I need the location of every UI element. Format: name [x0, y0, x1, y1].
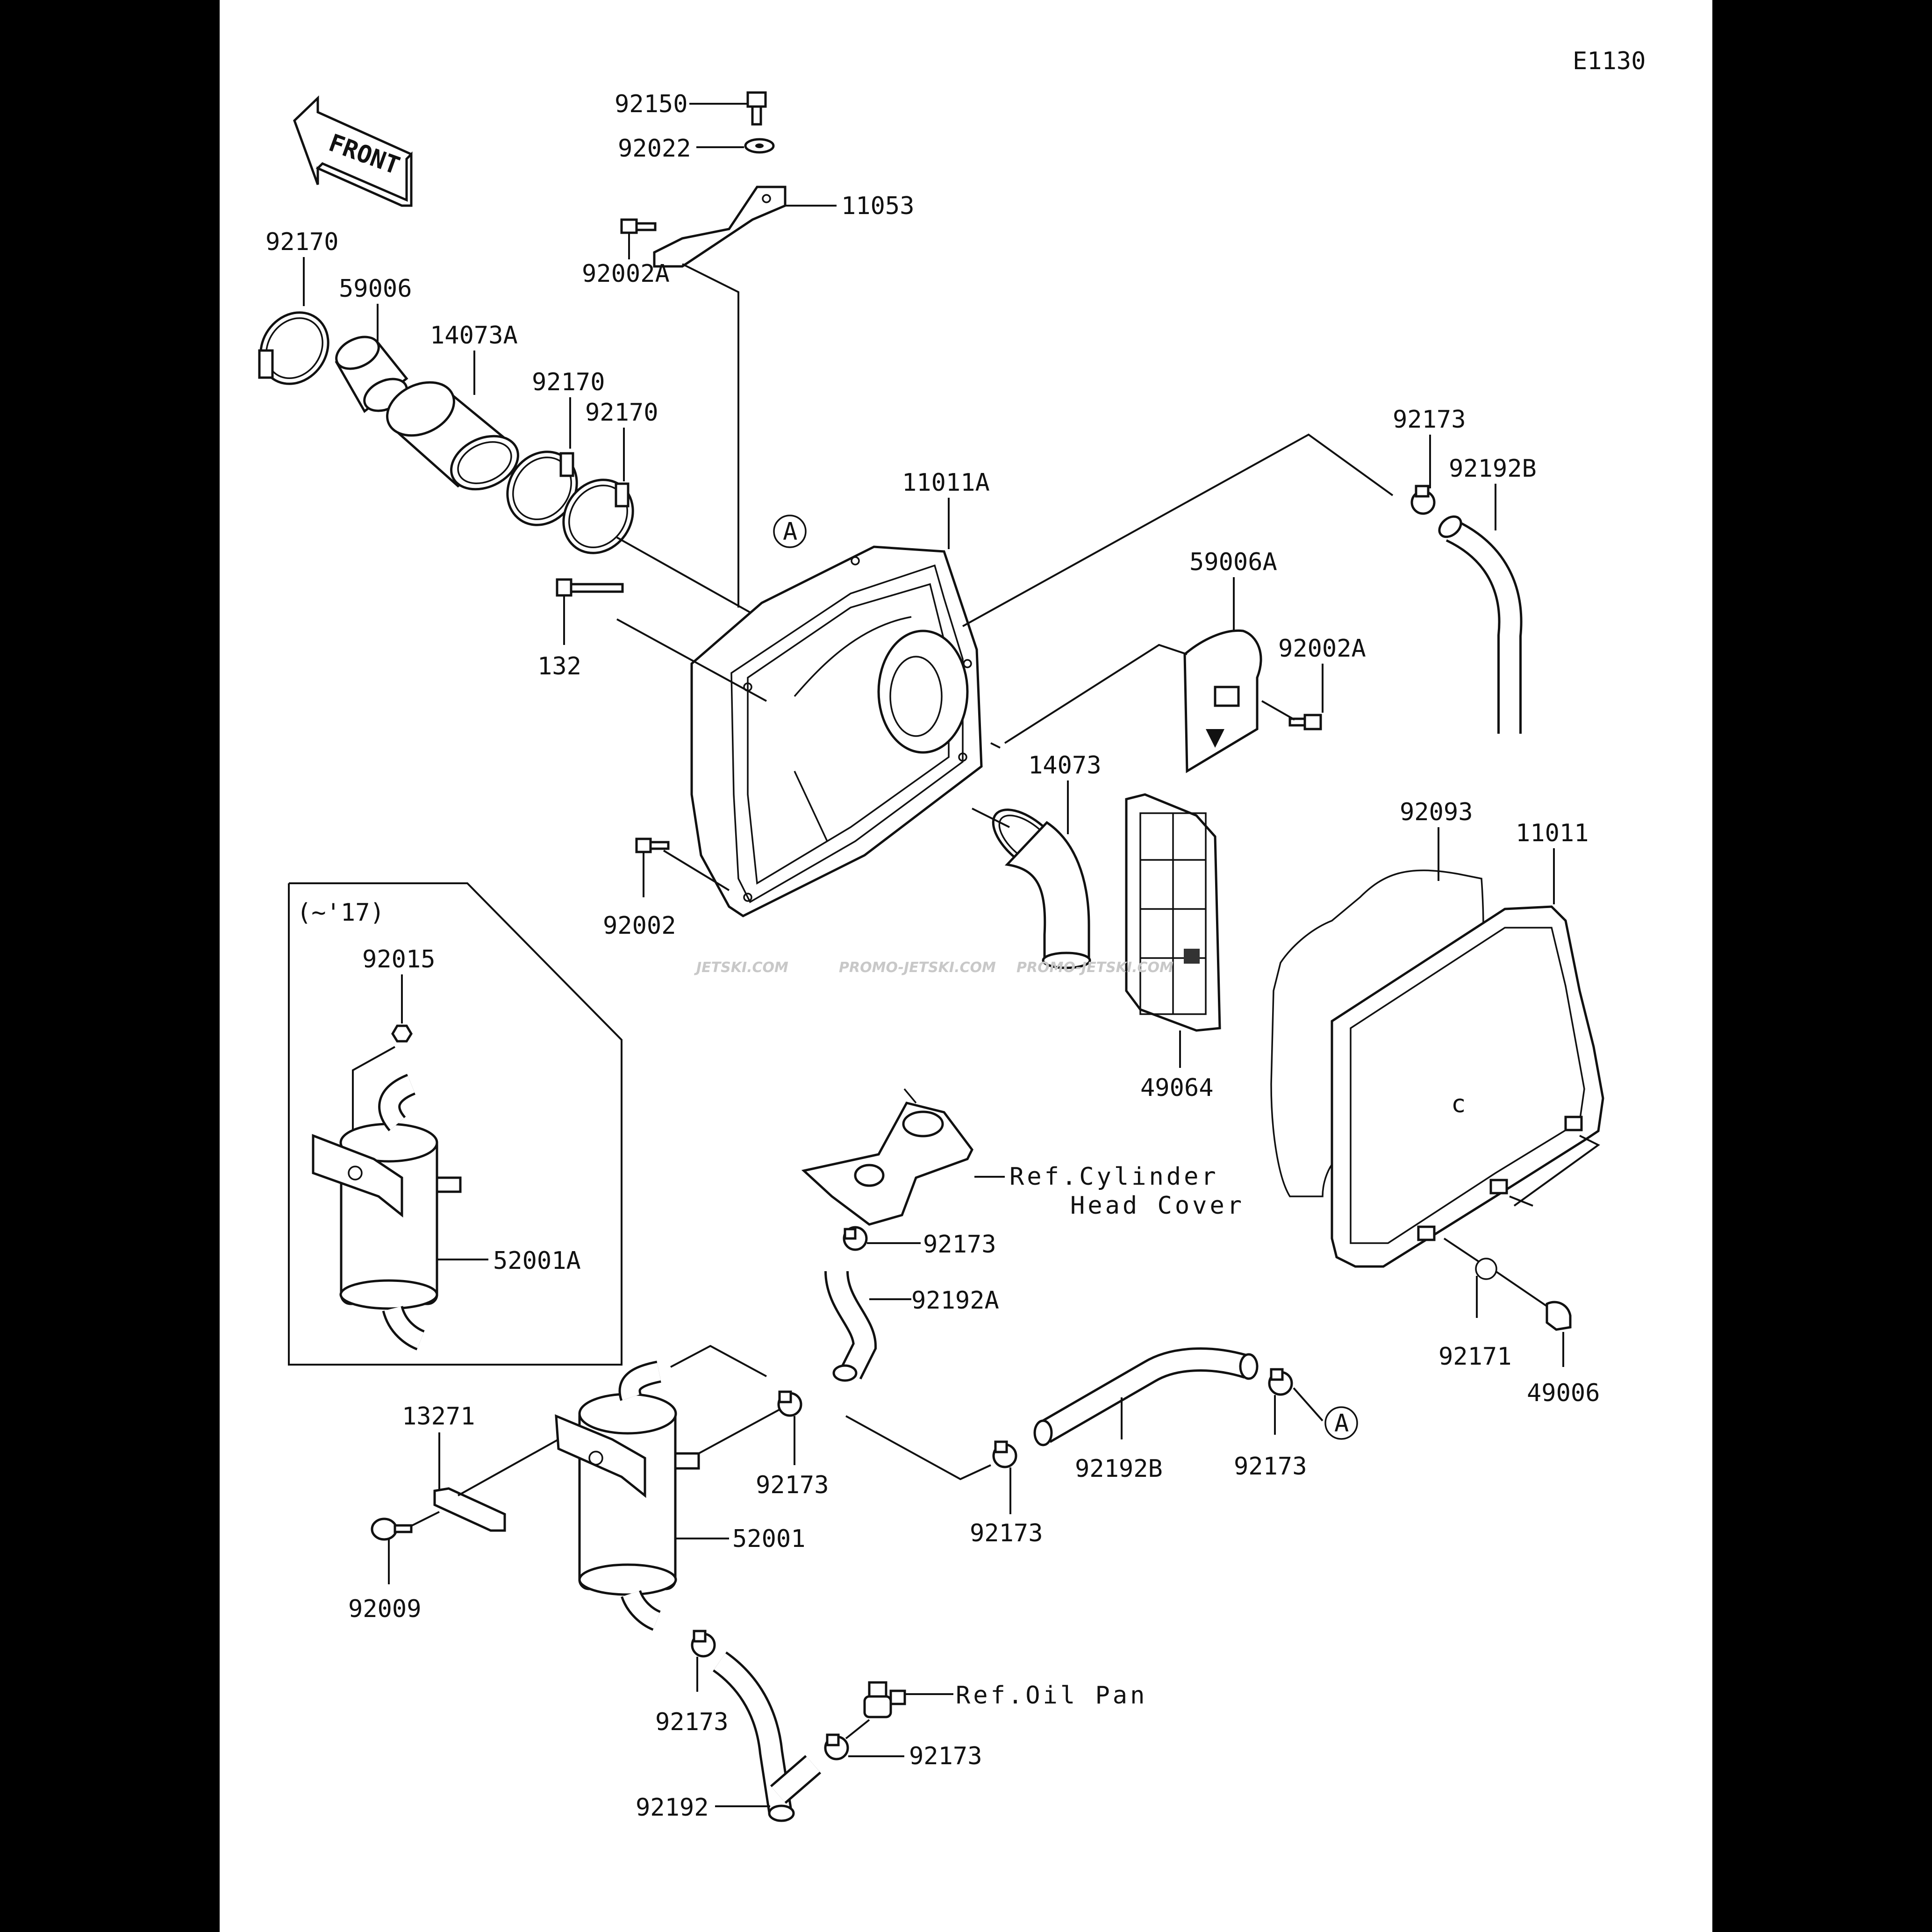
watermark-1: JETSKI.COM: [694, 959, 788, 976]
callout-14073: 14073: [1028, 751, 1102, 780]
clamp-92173-right: [1268, 1368, 1293, 1396]
hose-92192: [712, 1651, 822, 1822]
callout-92173-tank: 92173: [655, 1708, 729, 1736]
hose-92192B-bottom: [1033, 1347, 1259, 1446]
elbow-14073: [992, 809, 1091, 969]
callout-92192A: 92192A: [911, 1287, 999, 1315]
callout-59006: 59006: [339, 275, 412, 303]
bolt-92002A-top: [620, 218, 657, 234]
clamp-92170-b: [506, 451, 578, 526]
filter-element-49064: [1125, 793, 1221, 1032]
callout-92009: 92009: [348, 1595, 422, 1623]
ref-cylinder-line2: Head Cover: [1070, 1192, 1245, 1220]
watermark-3: PROMO-JETSKI.COM: [1016, 959, 1174, 976]
callout-92192B-bottom: 92192B: [1075, 1455, 1163, 1483]
clamp-92173-top: [1410, 485, 1436, 515]
diagram-code: E1130: [1573, 47, 1646, 75]
bolt-92002: [635, 837, 670, 853]
watermark-2: PROMO-JETSKI.COM: [839, 959, 996, 976]
screw-92009: [371, 1517, 413, 1541]
duct-14073A: [386, 381, 519, 491]
callout-13271: 13271: [402, 1402, 475, 1431]
oil-pan-fitting: [863, 1681, 906, 1718]
callout-92150: 92150: [615, 90, 688, 118]
washer-92022: [744, 138, 775, 154]
callout-92002A-right: 92002A: [1278, 635, 1366, 663]
bolt-92150: [746, 91, 767, 126]
callout-92022: 92022: [618, 135, 691, 163]
clamp-92173-head: [843, 1226, 868, 1251]
callout-92173-right: 92173: [1234, 1453, 1307, 1481]
callout-92171: 92171: [1438, 1343, 1512, 1371]
bracket-11053: [653, 186, 787, 268]
callout-11011: 11011: [1516, 819, 1589, 847]
svg-text:A: A: [783, 518, 797, 546]
callout-92173-low: 92173: [970, 1519, 1043, 1547]
inset-label: (~'17): [297, 899, 385, 927]
callout-92192B-top: 92192B: [1449, 455, 1537, 483]
clip-92171: [1475, 1258, 1497, 1280]
clamp-92173-mid: [777, 1390, 802, 1417]
callout-92015: 92015: [362, 945, 436, 973]
inset-box: [288, 882, 623, 1366]
ref-cylinder-line1: Ref.Cylinder: [1009, 1163, 1219, 1191]
cylinder-head-cover-ref: [801, 1088, 973, 1226]
callout-92173-pan: 92173: [909, 1742, 982, 1770]
clamp-92173-pan: [824, 1733, 849, 1760]
callout-92170-b: 92170: [532, 368, 605, 396]
callout-52001A: 52001A: [493, 1247, 581, 1275]
callout-92170-a: 92170: [265, 228, 339, 256]
ref-oil-pan: Ref.Oil Pan: [956, 1682, 1147, 1710]
callout-14073A: 14073A: [430, 322, 518, 350]
callout-11053: 11053: [841, 192, 915, 220]
nut-92015: [391, 1024, 413, 1043]
callout-52001: 52001: [732, 1525, 806, 1553]
svg-text:c: c: [1451, 1090, 1466, 1118]
callout-49064: 49064: [1140, 1074, 1214, 1102]
bolt-92002A-right: [1288, 714, 1322, 730]
clamp-92170-c: [562, 479, 634, 554]
cover-11011: c: [1331, 905, 1604, 1268]
hose-92192A: [824, 1270, 877, 1382]
clamp-92173-tank: [691, 1630, 716, 1658]
clamp-92173-low: [992, 1440, 1017, 1468]
plate-13271: [433, 1487, 506, 1532]
baffle-59006A: [1183, 629, 1262, 773]
callout-92002A-top: 92002A: [582, 260, 670, 288]
separator-52001: [555, 1360, 700, 1631]
callout-92173-top: 92173: [1393, 406, 1466, 434]
clamp-92170-a: [258, 311, 329, 385]
hose-92192B-top: [1438, 515, 1523, 734]
callout-92170-c: 92170: [585, 399, 658, 427]
circle-marker-a-bottom: A: [1324, 1406, 1358, 1440]
circle-marker-a-top: A: [773, 515, 807, 548]
callout-132: 132: [537, 652, 581, 680]
cap-49006: [1546, 1301, 1572, 1331]
separator-52001A: [312, 1073, 462, 1351]
bolt-132: [556, 578, 624, 597]
callout-92173-head: 92173: [923, 1231, 996, 1259]
callout-92093: 92093: [1400, 798, 1473, 826]
callout-92192: 92192: [636, 1794, 709, 1822]
callout-92002: 92002: [603, 912, 676, 940]
callout-11011A: 11011A: [902, 469, 990, 497]
svg-text:A: A: [1334, 1410, 1349, 1438]
callout-59006A: 59006A: [1189, 548, 1277, 576]
front-arrow-icon: FRONT: [293, 95, 413, 207]
callout-49006: 49006: [1527, 1379, 1600, 1407]
air-cleaner-housing-11011A: [690, 545, 983, 917]
callout-92173-mid: 92173: [756, 1471, 829, 1499]
